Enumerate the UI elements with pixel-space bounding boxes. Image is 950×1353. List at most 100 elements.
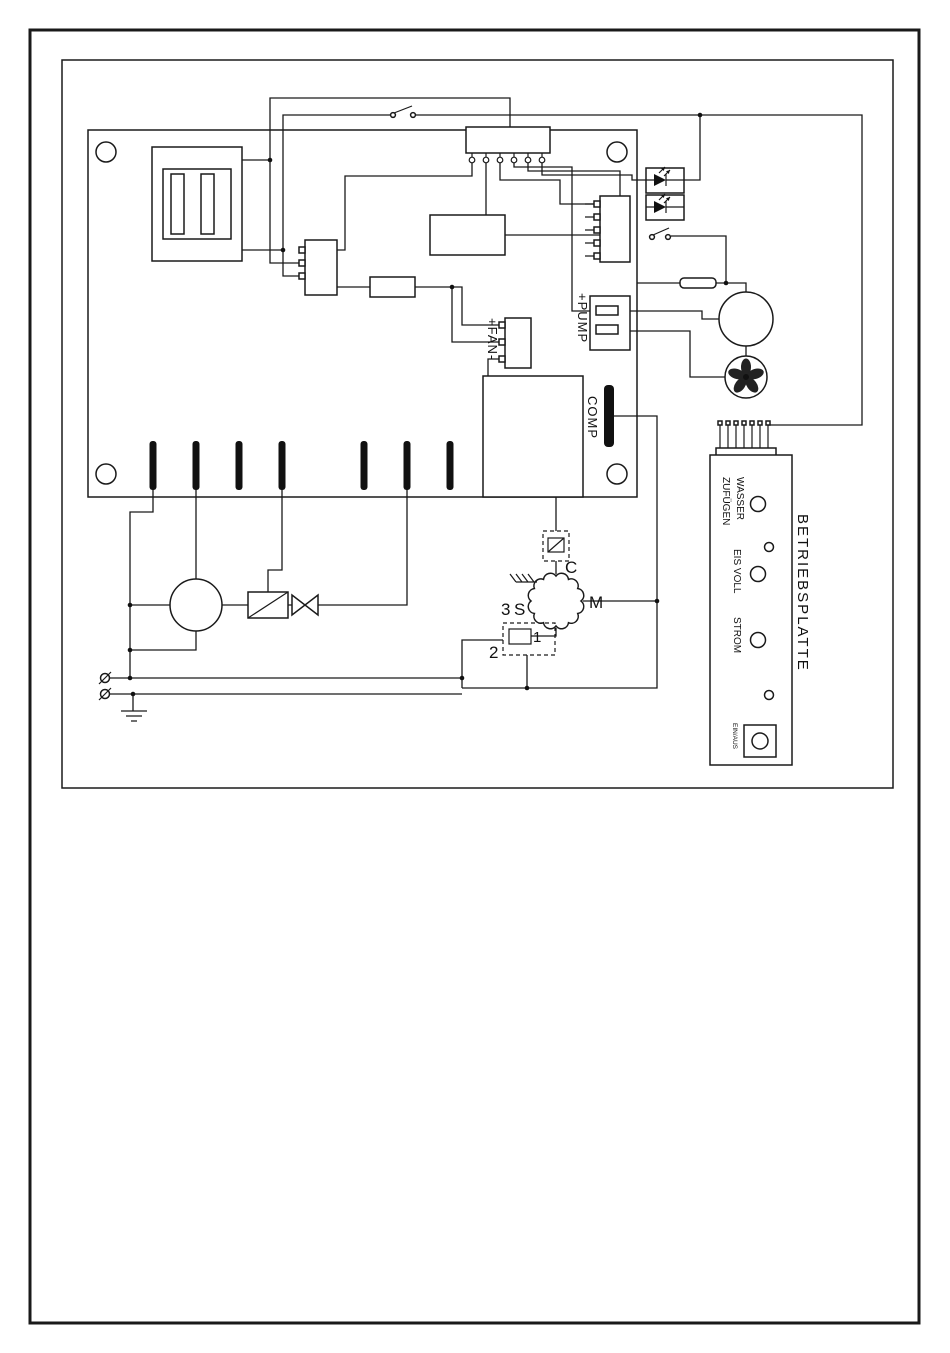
compressor-winding [527, 572, 585, 630]
jumper-bar [360, 441, 368, 490]
jumper-bar [446, 441, 454, 490]
overload-outline [542, 530, 570, 562]
fan-label: +FAN- [485, 318, 500, 360]
connector-pin [524, 156, 532, 164]
mounting-hole [606, 141, 628, 163]
start-relay [502, 622, 556, 656]
power-switch [389, 105, 417, 119]
connector-body [304, 239, 338, 296]
panel-hole [763, 689, 775, 701]
connector-pin [538, 156, 546, 164]
mounting-hole [95, 463, 117, 485]
power-label: STROM [731, 617, 742, 653]
led-icon [654, 167, 670, 186]
outer-border [28, 28, 921, 1325]
component-box [369, 276, 416, 298]
jumper-bar [149, 441, 157, 490]
transformer [151, 146, 243, 262]
panel-title: BETRIEBSPLATTE [794, 514, 811, 672]
comp-terminal-bar [604, 385, 614, 447]
ice-full-led [749, 565, 767, 583]
junction-dot [280, 247, 286, 253]
button-face [751, 732, 769, 750]
terminal-3-label: 3 [501, 600, 510, 619]
connector-pin [298, 272, 306, 280]
comp-relay: COMP [482, 375, 614, 498]
connector-pin [593, 213, 601, 221]
junction-dot [654, 598, 660, 604]
terminal-c-label: C [565, 558, 577, 577]
fan-connector: +FAN- [485, 317, 532, 369]
connector-body [599, 195, 631, 263]
switch-contact [389, 111, 397, 119]
jumper-bar [192, 441, 200, 490]
panel-pin-tips [717, 420, 771, 426]
connector-pin [496, 156, 504, 164]
wire-segment [110, 415, 658, 711]
junction-dot [267, 157, 273, 163]
terminal-s-label: S [514, 600, 525, 619]
connector-pin [593, 252, 601, 260]
valve-icon [291, 593, 319, 617]
junction-dot [459, 675, 465, 681]
connector-blade [595, 324, 619, 335]
ground-icon [121, 710, 147, 722]
transformer-winding [200, 173, 215, 235]
connector-pin [593, 226, 601, 234]
junction-dot [524, 685, 530, 691]
junction-dot [127, 675, 133, 681]
jumper-bar [278, 441, 286, 490]
solenoid-valve [247, 591, 319, 619]
led-indicators [645, 166, 685, 221]
connector-pin-leads [471, 153, 543, 157]
switch-lever [652, 227, 670, 236]
terminal-1-label: 1 [533, 629, 541, 646]
overload-diagonal [547, 537, 565, 553]
ice-full-label: EIS VOLL [731, 549, 742, 594]
comp-relay-box [482, 375, 584, 498]
connector-pin [498, 338, 506, 346]
connector-blade [595, 305, 619, 316]
wire-segment [415, 114, 863, 426]
mounting-hole [606, 463, 628, 485]
switch-lever [393, 105, 413, 114]
wire-harness [110, 97, 863, 711]
earth-icon [509, 573, 537, 583]
mounting-hole [95, 141, 117, 163]
junction-dot [697, 112, 703, 118]
page-borders [28, 28, 921, 1325]
relay-element [508, 628, 532, 645]
overload-protector [542, 530, 570, 562]
power-led [749, 631, 767, 649]
jumper-bar [235, 441, 243, 490]
compressor-motor: C 3 S M 1 2 [489, 530, 603, 662]
fuse [679, 277, 717, 289]
connector-pin [510, 156, 518, 164]
junction-dot [127, 647, 133, 653]
wire-segment [242, 97, 646, 376]
panel-connector [715, 420, 777, 461]
inlet-slash [98, 671, 112, 685]
terminal-m-label: M [589, 593, 603, 612]
fan-icon [728, 358, 764, 393]
operation-panel: WASSER ZUFÜGEN EIS VOLL STROM EIN/AUS BE… [709, 420, 811, 766]
led-icon [654, 194, 670, 213]
inlet-slash [98, 687, 112, 701]
signal-connector [593, 195, 631, 263]
junction-dots [127, 112, 729, 697]
overload-element [547, 537, 565, 553]
switch-contact [648, 233, 656, 241]
jumper-bar [403, 441, 411, 490]
connector-pin [298, 259, 306, 267]
connector-body [504, 317, 532, 369]
junction-dot [723, 280, 729, 286]
center-component [429, 214, 506, 256]
top-connector [465, 126, 551, 164]
water-motor [169, 578, 223, 632]
pump-motor [718, 291, 774, 347]
connector-body [465, 126, 551, 154]
board-jumpers [149, 441, 454, 490]
switch-contact [409, 111, 417, 119]
